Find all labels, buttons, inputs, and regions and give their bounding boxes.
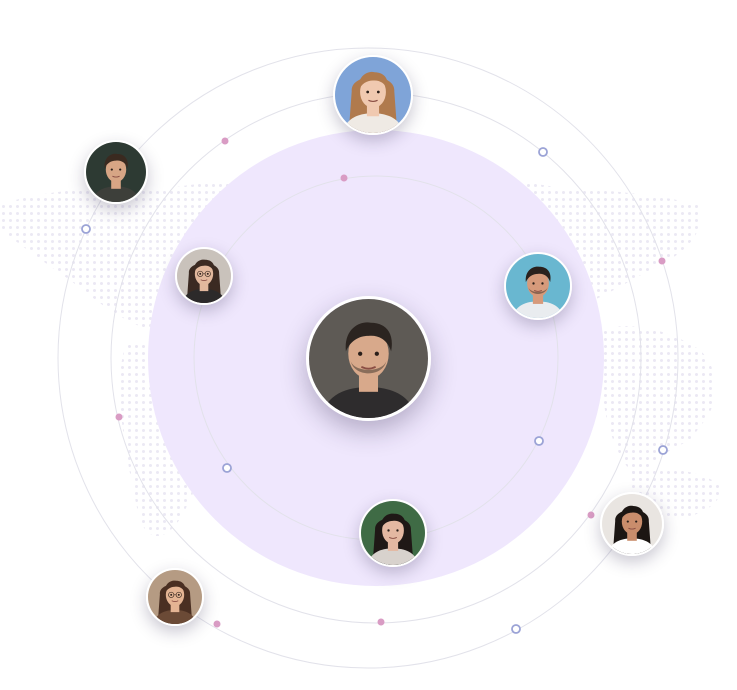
man-curly-hair-portrait [86,142,146,202]
avatar-bottom-left [146,568,204,626]
woman-long-hair-portrait [335,57,411,133]
avatar-top [333,55,413,135]
avatar-top-left [84,140,148,204]
woman-glasses-portrait [177,249,231,303]
woman-dark-hair-portrait [361,501,425,565]
avatar-bottom-right [600,492,664,556]
avatar-center [306,296,431,421]
avatar-right [504,252,572,320]
avatar-left [175,247,233,305]
man-long-hair-portrait [602,494,662,554]
man-dark-hair-portrait [309,299,428,418]
orbit-dots [81,137,668,634]
avatar-bottom [359,499,427,567]
man-stubble-portrait [506,254,570,318]
woman-glasses-smiling-portrait [148,570,202,624]
